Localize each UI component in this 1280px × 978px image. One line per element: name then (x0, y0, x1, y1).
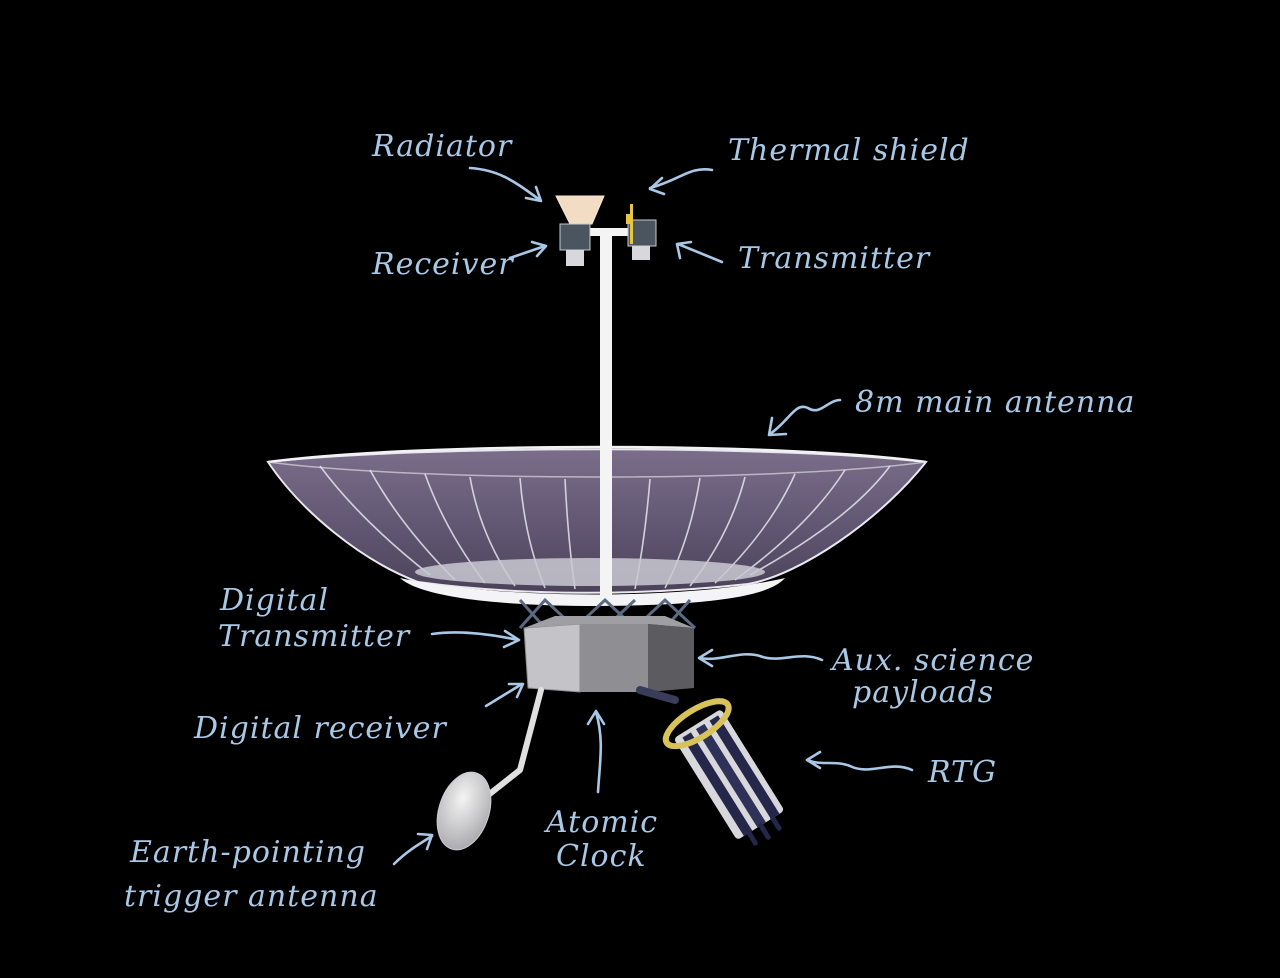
label-receiver: Receiver (371, 247, 514, 282)
earth-pointing-trigger-antenna (436, 771, 492, 851)
arrow-radiator (468, 166, 543, 203)
arrow-digital-transmitter (430, 629, 521, 649)
label-aux-science-line2: payloads (852, 675, 994, 710)
label-transmitter: Transmitter (738, 241, 931, 276)
label-trigger-antenna-line1: Earth-pointing (129, 835, 366, 870)
trigger-antenna-boom (479, 687, 544, 803)
arrow-trigger-antenna (392, 832, 434, 866)
receiver-box (559, 223, 591, 266)
arrow-aux-science (697, 648, 824, 668)
arrow-thermal-shield (648, 168, 714, 196)
label-atomic-clock-line2: Clock (556, 839, 647, 874)
arrow-digital-receiver (484, 682, 525, 708)
thermal-shield (626, 204, 633, 244)
labels: Radiator Thermal shield Receiver Transmi… (124, 129, 1135, 914)
label-main-antenna: 8m main antenna (855, 385, 1135, 420)
spacecraft-bus (523, 616, 694, 693)
leader-arrows (392, 166, 914, 866)
antenna-mast (575, 228, 637, 600)
arrow-transmitter (675, 240, 724, 264)
label-digital-transmitter-line2: Transmitter (218, 619, 411, 654)
label-aux-science-line1: Aux. science (829, 643, 1034, 678)
arrow-main-antenna (767, 398, 842, 437)
label-digital-receiver: Digital receiver (193, 711, 447, 746)
label-thermal-shield: Thermal shield (728, 133, 970, 168)
label-radiator: Radiator (371, 129, 513, 164)
arrow-atomic-clock (586, 709, 606, 794)
label-trigger-antenna-line2: trigger antenna (124, 879, 379, 914)
rtg-unit (636, 686, 784, 846)
main-antenna-dish (266, 445, 928, 606)
label-digital-transmitter-line1: Digital (219, 583, 329, 618)
arrow-rtg (805, 750, 914, 772)
arrow-receiver (508, 240, 548, 260)
label-rtg: RTG (927, 755, 997, 790)
label-atomic-clock-line1: Atomic (543, 805, 658, 840)
radiator-cone (555, 195, 605, 225)
